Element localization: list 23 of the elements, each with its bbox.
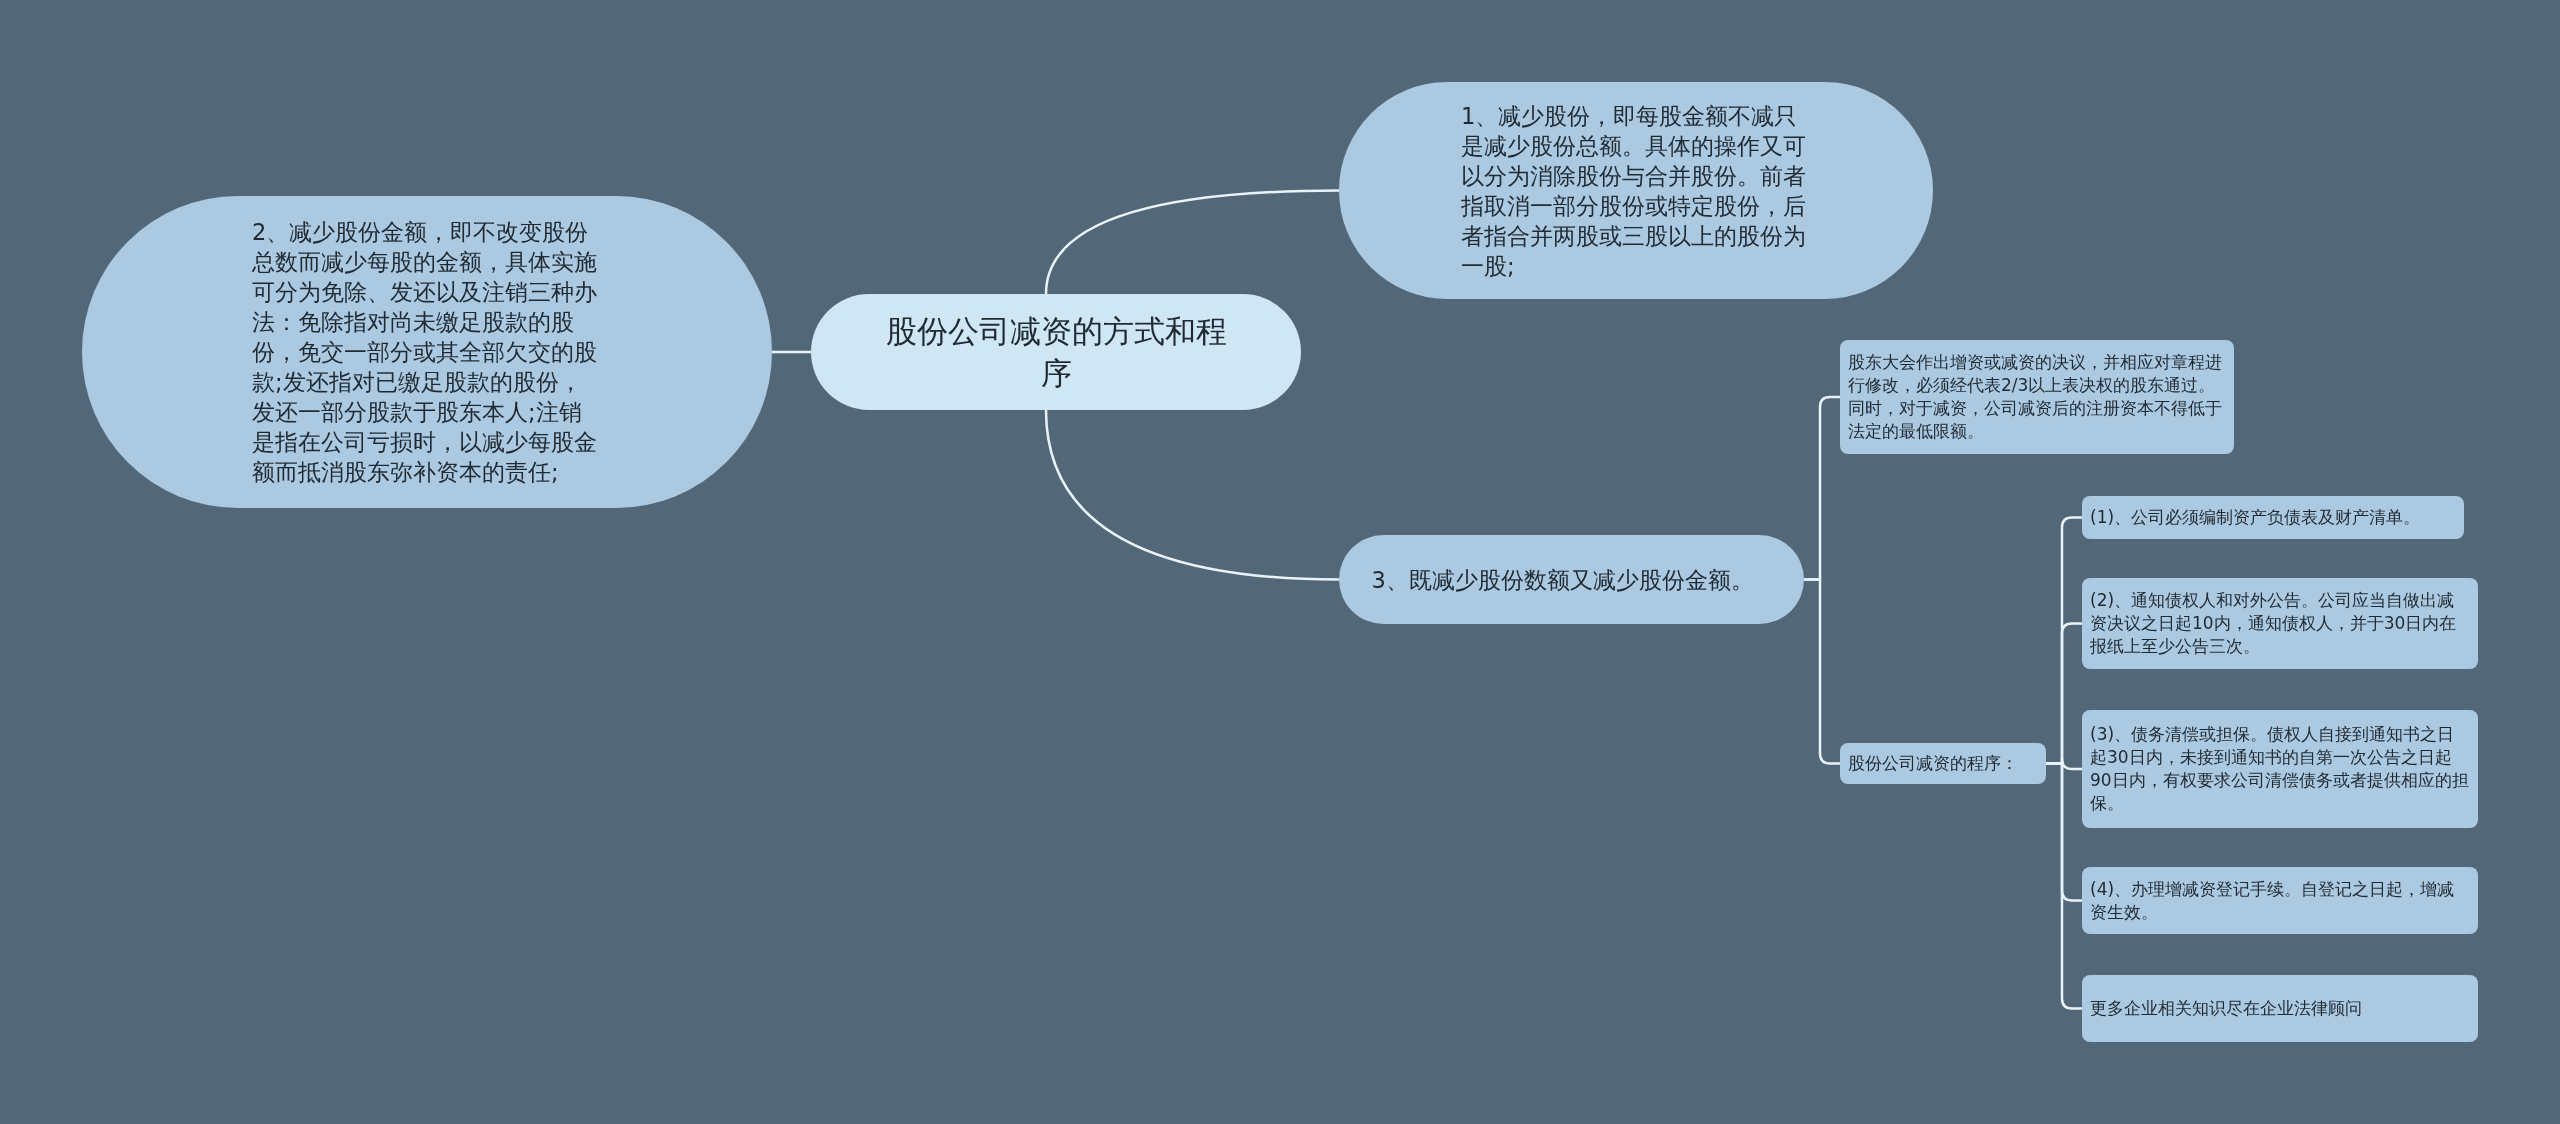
node-text: 股份公司减资的方式和程序: [884, 312, 1228, 393]
connector-line: [1044, 189, 1339, 295]
node-text: 股份公司减资的程序：: [1848, 752, 2019, 775]
leaf-node: [2082, 578, 2478, 669]
node-text: (4)、办理增减资登记手续。自登记之日起，增减资生效。: [2090, 877, 2456, 924]
node-text: (3)、债务清偿或担保。债权人自接到通知书之日起30日内，未接到通知书的自第一次公告之日起90日内，有权要求公司清偿债务或者提供相应的担保。: [2090, 723, 2470, 815]
node-text: 3、既减少股份数额又减少股份金额。: [1371, 565, 1755, 595]
leaf-node: [2082, 710, 2478, 828]
connector-line: [772, 350, 811, 354]
leaf-node: [2082, 867, 2478, 934]
leaf-node: [1840, 340, 2234, 454]
node-text: (2)、通知债权人和对外公告。公司应当自做出减资决议之日起10内，通知债权人，并于30日内在报纸上至少公告三次。: [2090, 589, 2458, 658]
leaf-node: [2082, 496, 2464, 539]
leaf-node: [2082, 975, 2478, 1042]
connector-line: [2046, 762, 2082, 1010]
node-text: 股东大会作出增资或减资的决议，并相应对章程进行修改，必须经代表2/3以上表决权的股东通过。同时，对于减资，公司减资后的注册资本不得低于法定的最低限额。: [1848, 351, 2223, 443]
node-text: (1)、公司必须编制资产负债表及财产清单。: [2090, 506, 2422, 529]
node-text: 1、减少股份，即每股金额不减只是减少股份总额。具体的操作又可以分为消除股份与合并股份。前者指取消一部分股份或特定股份，后者指合并两股或三股以上的股份为一股;: [1461, 101, 1807, 281]
leaf-node: [1840, 743, 2046, 784]
connector-line: [1044, 409, 1340, 581]
node-text: 2、减少股份金额，即不改变股份总数而减少每股的金额，具体实施可分为免除、发还以及注销三种办法：免除指对尚未缴足股款的股份，免交一部分或其全部欠交的股款;发还指对已缴足股款的股份，发还一部分股款于股东本人;注销是指在公司亏损时，以减少每股金额而抵消股东弥补资本的责任;: [252, 218, 598, 487]
connector-line: [1804, 578, 1840, 765]
node-text: 更多企业相关知识尽在企业法律顾问: [2090, 997, 2363, 1020]
